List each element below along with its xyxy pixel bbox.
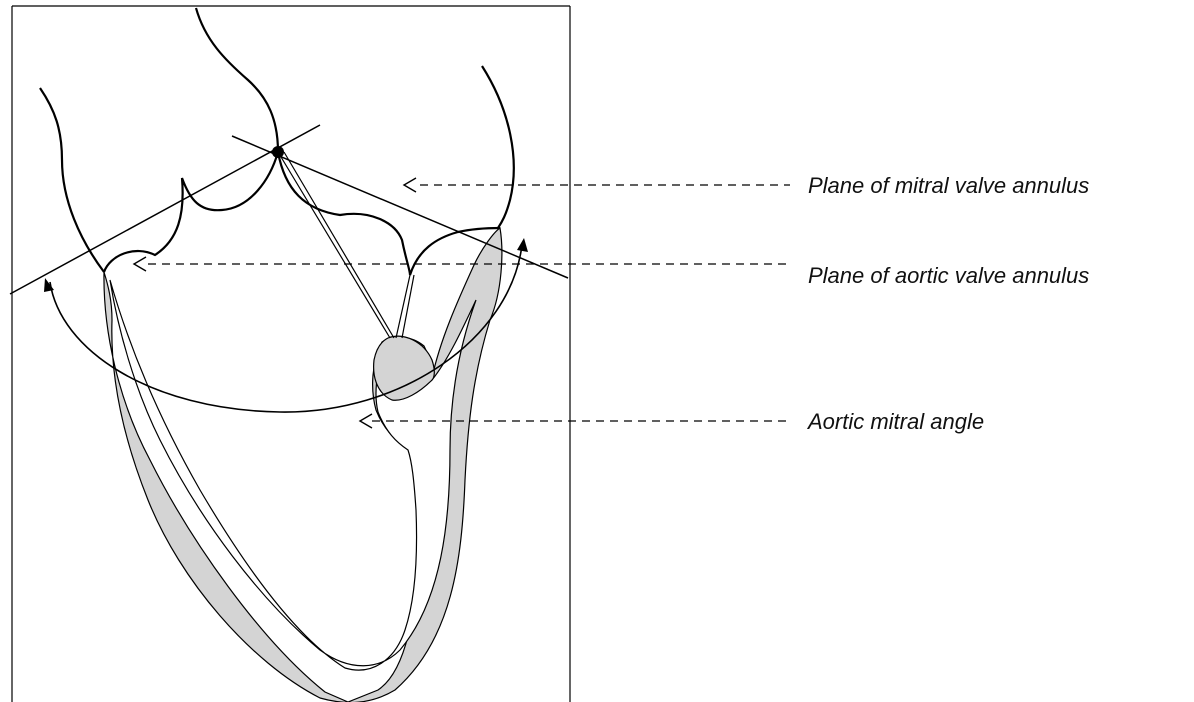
- aortic-plane-label: Plane of aortic valve annulus: [808, 263, 1089, 288]
- chorda-strand: [284, 152, 394, 338]
- angle-arc-arrowhead-left: [44, 278, 54, 292]
- left-contour-curve: [40, 88, 104, 272]
- aortic-sinus-curve: [104, 152, 278, 272]
- upper-vessel-curve: [196, 8, 278, 152]
- mitral-plane-leader-arrowhead: [404, 178, 416, 192]
- right-contour-curve: [482, 66, 514, 228]
- annulus-intersection-point: [272, 146, 284, 158]
- ventricle-cavity: [110, 280, 476, 670]
- mitral-annulus-plane-line: [232, 136, 568, 278]
- angle-leader-arrowhead: [360, 414, 372, 428]
- angle-label: Aortic mitral angle: [806, 409, 984, 434]
- angle-arc-arrowhead-right: [517, 238, 528, 252]
- mitral-annulus-curve: [278, 152, 500, 275]
- aortic-plane-leader-arrowhead: [134, 257, 146, 271]
- mitral-plane-label: Plane of mitral valve annulus: [808, 173, 1089, 198]
